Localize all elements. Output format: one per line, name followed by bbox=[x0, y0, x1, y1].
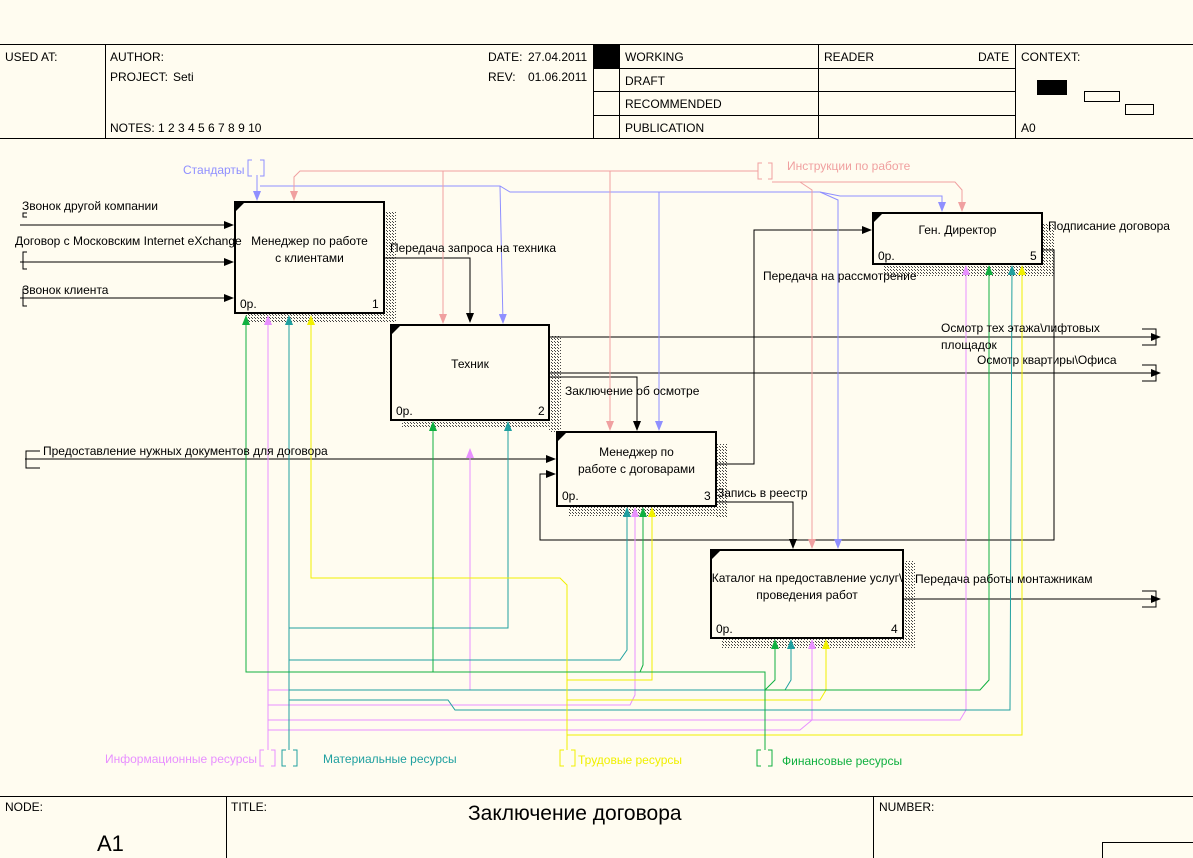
number-label: NUMBER: bbox=[879, 800, 935, 814]
context-node: A0 bbox=[1021, 121, 1036, 135]
activity-boxes bbox=[234, 201, 1043, 639]
node-label: NODE: bbox=[5, 800, 44, 814]
inspect-apartment-label: Осмотр квартиры\Офиса bbox=[977, 353, 1117, 367]
instructions-arrows bbox=[290, 162, 966, 549]
to-review-label: Передача на рассмотрение bbox=[763, 269, 917, 283]
box-2 bbox=[390, 324, 550, 421]
box-corner-marks bbox=[235, 202, 883, 560]
standards-label: Стандарты bbox=[183, 163, 245, 177]
sign-contract-label: Подписание договора bbox=[1048, 219, 1170, 233]
box-4-title[interactable]: Каталог на предоставление услуг\проведен… bbox=[711, 571, 903, 602]
box-3 bbox=[556, 431, 717, 507]
node-value: A1 bbox=[97, 831, 124, 856]
request-to-tech-label: Передача запроса на техника bbox=[390, 241, 557, 255]
info-resources-label: Информационные ресурсы bbox=[105, 752, 258, 766]
financial-resource-arrows bbox=[242, 265, 993, 767]
data-arrows bbox=[20, 221, 1161, 603]
box-3-number: 3 bbox=[704, 489, 711, 503]
box-2-number: 2 bbox=[538, 404, 545, 418]
status-working[interactable]: WORKING bbox=[625, 50, 684, 64]
reader-label: READER bbox=[824, 50, 875, 64]
box-5-cost: 0р. bbox=[878, 249, 895, 263]
box-2-title[interactable]: Техник bbox=[451, 357, 489, 371]
status-draft[interactable]: DRAFT bbox=[625, 74, 665, 88]
financial-resources-label: Финансовые ресурсы bbox=[782, 754, 903, 768]
box-2-cost: 0р. bbox=[396, 404, 413, 418]
rev-label: REV: bbox=[488, 70, 516, 84]
box-4-cost: 0р. bbox=[716, 622, 733, 636]
notes-label[interactable]: NOTES: 1 2 3 4 5 6 7 8 9 10 bbox=[110, 121, 262, 135]
inspect-floor-label: Осмотр тех этажа\лифтовых bbox=[941, 321, 1100, 335]
footer-frame bbox=[0, 796, 1193, 858]
to-installers-label: Передача работы монтажникам bbox=[915, 572, 1093, 586]
inspect-floor-label-2: площадок bbox=[941, 338, 997, 352]
tunnel-brackets bbox=[22, 212, 1157, 608]
instructions-label: Инструкции по работе bbox=[787, 159, 911, 173]
context-label: CONTEXT: bbox=[1021, 50, 1081, 64]
standards-arrows bbox=[247, 159, 946, 549]
contract-msk-ix-label: Договор с Московским Internet eXchange bbox=[15, 234, 242, 248]
call-client-label: Звонок клиента bbox=[22, 283, 109, 297]
call-other-company-label: Звонок другой компании bbox=[22, 199, 158, 213]
inspection-conclusion-label: Заключение об осмотре bbox=[565, 384, 700, 398]
box-4 bbox=[710, 549, 904, 639]
project-value: Seti bbox=[173, 70, 194, 84]
context-thumbnail bbox=[1037, 80, 1154, 115]
box-5 bbox=[872, 212, 1043, 265]
documents-label: Предоставление нужных документов для дог… bbox=[43, 444, 328, 458]
reader-date-label: DATE bbox=[978, 50, 1010, 64]
working-status-marker bbox=[594, 45, 619, 68]
labor-resources-label: Трудовые ресурсы bbox=[578, 753, 682, 767]
box-3-cost: 0р. bbox=[562, 489, 579, 503]
author-label: AUTHOR: bbox=[110, 50, 164, 64]
material-resource-arrows bbox=[281, 265, 1016, 767]
title-label: TITLE: bbox=[231, 800, 268, 814]
box-5-title[interactable]: Ген. Директор bbox=[918, 223, 997, 237]
project-label: PROJECT: bbox=[110, 70, 169, 84]
material-resources-label: Материальные ресурсы bbox=[323, 752, 457, 766]
header-frame bbox=[0, 44, 1193, 139]
box-4-number: 4 bbox=[891, 622, 898, 636]
rev-value: 01.06.2011 bbox=[528, 70, 588, 84]
box-5-number: 5 bbox=[1030, 249, 1037, 263]
used-at-label: USED AT: bbox=[5, 50, 58, 64]
date-value: 27.04.2011 bbox=[528, 50, 588, 64]
date-label: DATE: bbox=[488, 50, 523, 64]
status-recommended[interactable]: RECOMMENDED bbox=[625, 97, 722, 111]
labor-resource-arrows bbox=[307, 265, 1026, 767]
diagram-title: Заключение договора bbox=[468, 802, 682, 825]
box-1-cost: 0р. bbox=[240, 297, 257, 311]
status-publication[interactable]: PUBLICATION bbox=[625, 121, 705, 135]
box-1-number: 1 bbox=[372, 297, 379, 311]
registry-label: Запись в реестр bbox=[717, 486, 808, 500]
